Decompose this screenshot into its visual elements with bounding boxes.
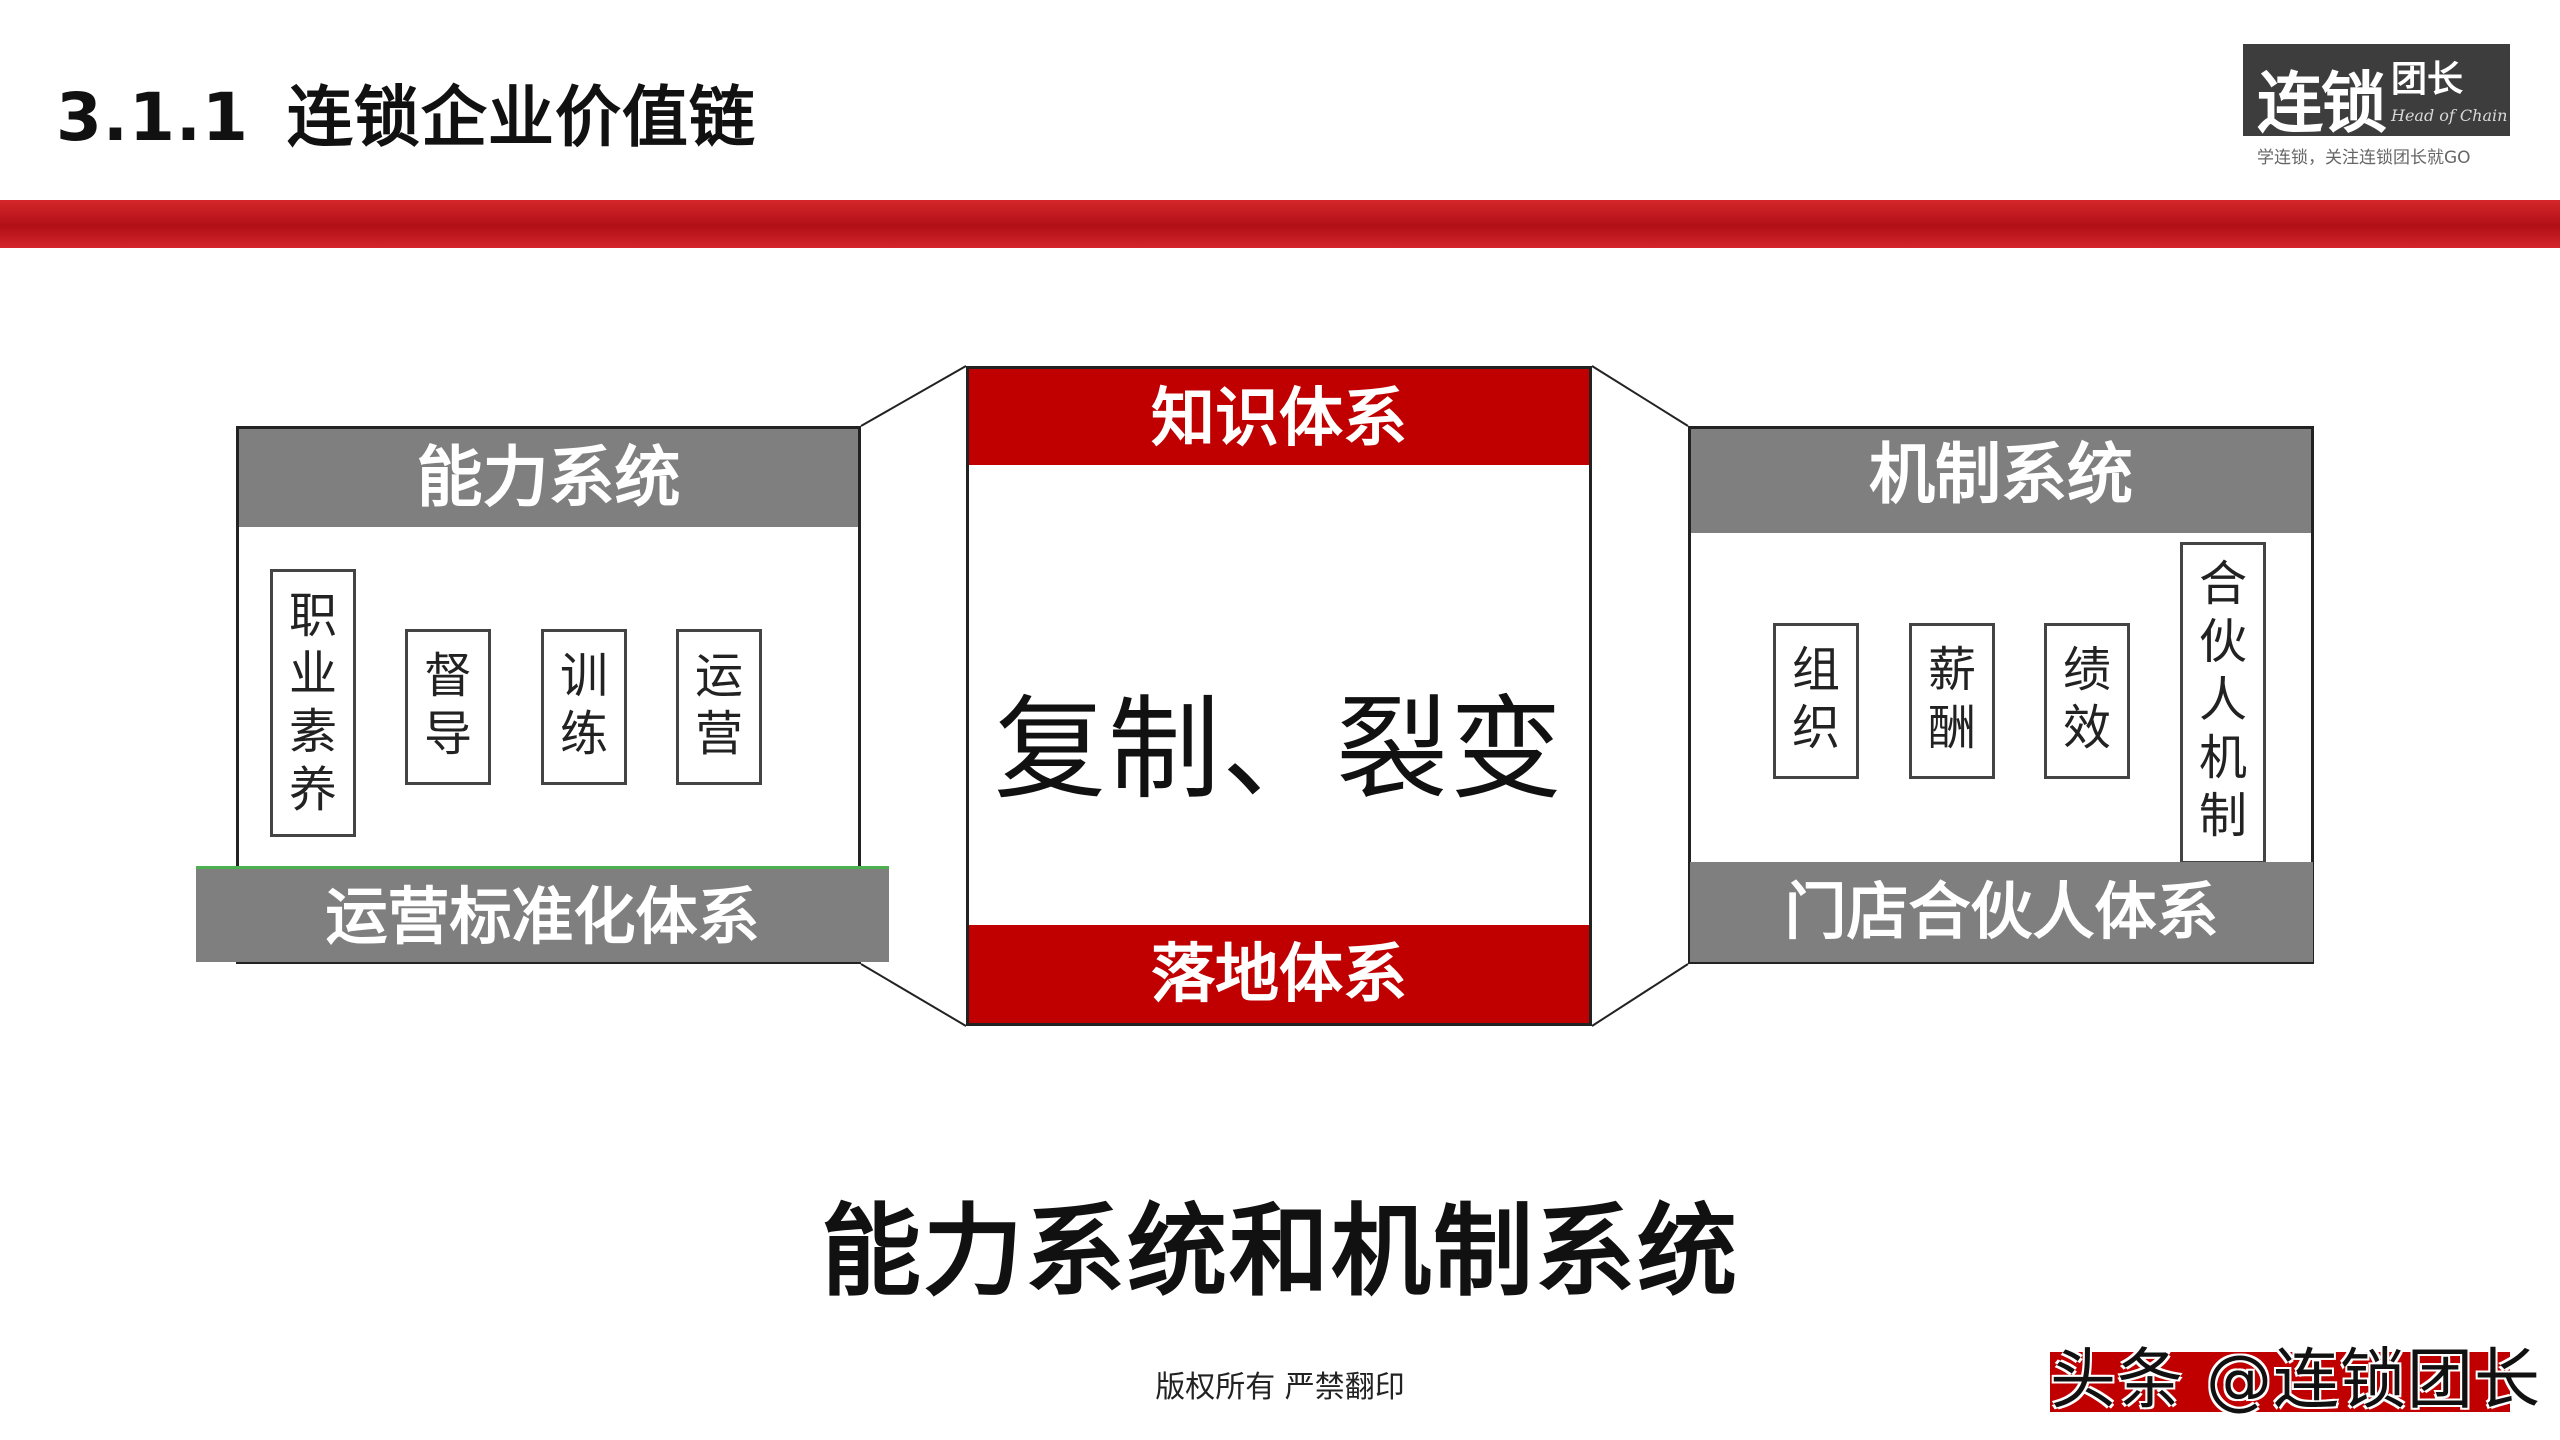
item-partner-mechanism: 合伙人机制 xyxy=(2180,542,2266,864)
item-partner-mechanism-text: 合伙人机制 xyxy=(2199,556,2248,844)
copyright-notice: 版权所有 严禁翻印 xyxy=(1155,1370,1405,1405)
item-performance-text: 绩效 xyxy=(2063,642,2112,756)
store-partner-footer: 门店合伙人体系 xyxy=(1690,862,2313,962)
section-title-text: 连锁企业价值链 xyxy=(286,79,756,156)
center-panel: 知识体系 复制、裂变 落地体系 xyxy=(966,366,1592,1026)
item-training-text: 训练 xyxy=(560,648,609,762)
item-supervision-text: 督导 xyxy=(424,648,473,762)
source-watermark: 头条 @连锁团长 xyxy=(2050,1341,2541,1418)
mechanism-system-title: 机制系统 xyxy=(1691,429,2311,533)
item-compensation: 薪酬 xyxy=(1909,623,1995,779)
operation-standardization-footer: 运营标准化体系 xyxy=(196,866,889,962)
item-operation-text: 运营 xyxy=(695,648,744,762)
implementation-system-label: 落地体系 xyxy=(969,925,1589,1023)
item-supervision: 督导 xyxy=(405,629,491,785)
logo-main-text: 连锁 xyxy=(2257,65,2387,142)
section-title: 3.1.1 连锁企业价值链 xyxy=(56,64,756,160)
section-number: 3.1.1 xyxy=(56,79,249,156)
capability-system-panel: 能力系统 职业素养 督导 训练 运营 xyxy=(236,426,861,964)
item-professionalism: 职业素养 xyxy=(270,569,356,837)
item-training: 训练 xyxy=(541,629,627,785)
replicate-fission-text: 复制、裂变 xyxy=(994,685,1564,815)
knowledge-system-label: 知识体系 xyxy=(969,369,1589,465)
item-compensation-text: 薪酬 xyxy=(1928,642,1977,756)
header-divider-band xyxy=(0,200,2560,248)
capability-system-title: 能力系统 xyxy=(239,429,858,527)
footer-red-strip xyxy=(2050,1352,2510,1412)
item-performance: 绩效 xyxy=(2044,623,2130,779)
brand-logo: 连锁 团长 Head of Chain xyxy=(2243,44,2510,142)
item-organization: 组织 xyxy=(1773,623,1859,779)
item-organization-text: 组织 xyxy=(1792,642,1841,756)
mechanism-system-panel: 机制系统 组织 薪酬 绩效 合伙人机制 xyxy=(1688,426,2314,964)
logo-sub-text: 团长 xyxy=(2391,59,2464,100)
logo-tagline: 学连锁，关注连锁团长就GO xyxy=(2257,148,2471,168)
logo-english-text: Head of Chain xyxy=(2391,106,2508,125)
item-professionalism-text: 职业素养 xyxy=(289,588,338,818)
main-caption: 能力系统和机制系统 xyxy=(821,1193,1739,1310)
item-operation: 运营 xyxy=(676,629,762,785)
